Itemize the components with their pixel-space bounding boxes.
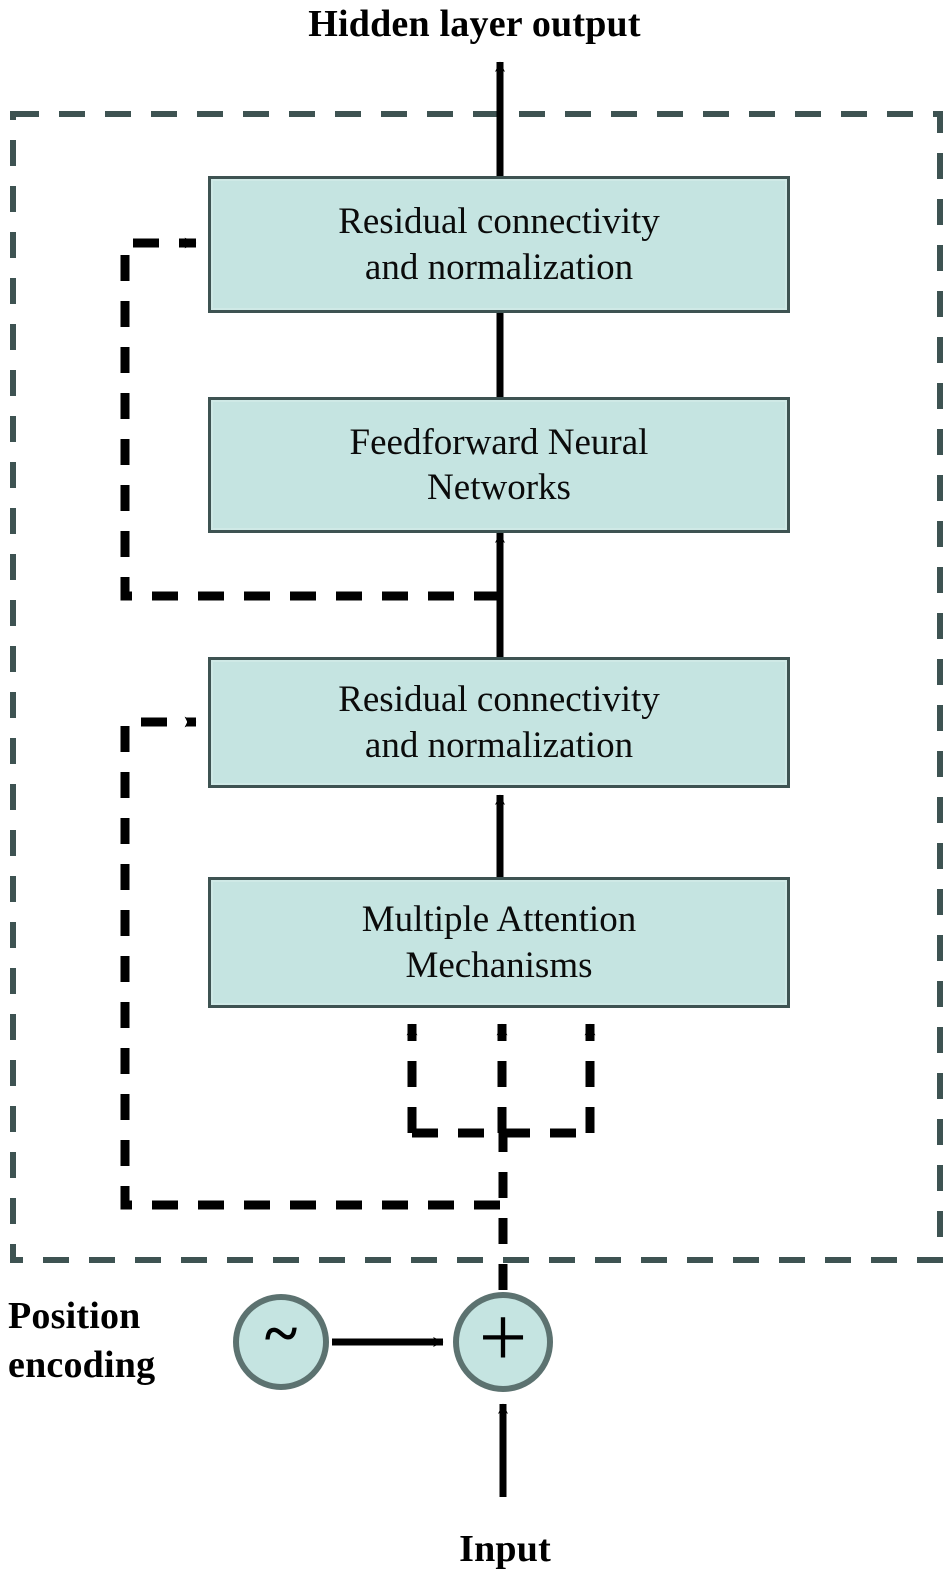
position-encoding-label: Position encoding <box>8 1295 156 1387</box>
block-label: Residual connectivity and normalization <box>338 679 660 766</box>
block-residual-connectivity-top[interactable]: Residual connectivity and normalization <box>208 176 790 313</box>
position-encoding-node[interactable]: ~ <box>233 1294 329 1390</box>
block-multiple-attention-mechanisms[interactable]: Multiple Attention Mechanisms <box>208 877 790 1008</box>
input-label: Input <box>459 1528 551 1570</box>
page-title: Hidden layer output <box>308 3 641 45</box>
block-feedforward-neural-networks[interactable]: Feedforward Neural Networks <box>208 397 790 533</box>
block-residual-connectivity-bottom[interactable]: Residual connectivity and normalization <box>208 657 790 788</box>
block-label: Multiple Attention Mechanisms <box>361 899 637 986</box>
plus-icon: + <box>478 1289 528 1385</box>
block-label: Feedforward Neural Networks <box>349 421 649 508</box>
block-label: Residual connectivity and normalization <box>338 201 660 288</box>
tilde-icon: ~ <box>264 1300 298 1368</box>
summation-node[interactable]: + <box>453 1292 553 1392</box>
